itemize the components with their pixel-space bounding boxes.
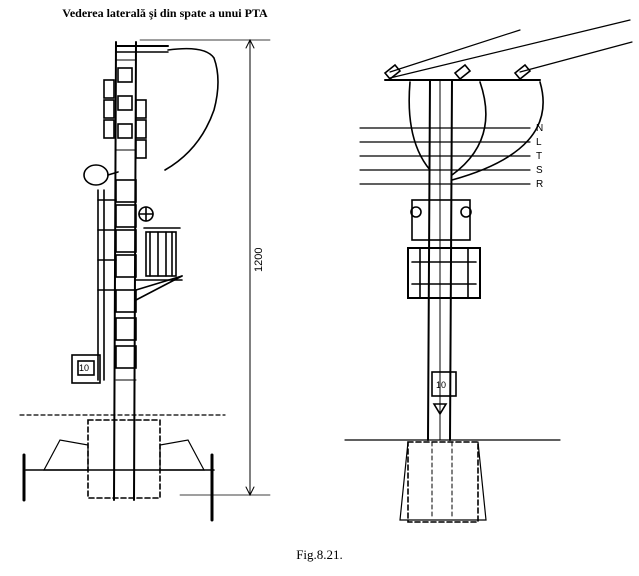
transformer-side <box>143 227 181 277</box>
figure-caption: Fig.8.21. <box>296 547 343 562</box>
foundation-rear <box>399 441 487 523</box>
figure-title: Vederea laterală şi din spate a unui PTA <box>62 6 268 20</box>
meter-box-side <box>71 354 101 384</box>
warning-triangle <box>432 403 448 416</box>
phase-wires <box>359 127 531 185</box>
side-view <box>19 38 271 522</box>
phase-label-r: R <box>536 179 543 190</box>
phase-label-s: S <box>536 165 543 176</box>
meter-label-rear: 10 <box>436 380 446 390</box>
meter-box-rear <box>431 371 457 397</box>
pole-insulators <box>103 67 147 159</box>
meter-label-side: 10 <box>79 363 89 373</box>
dimension-line <box>139 38 271 497</box>
foundation-side <box>22 419 215 522</box>
phase-label-l: L <box>536 137 542 148</box>
rear-view <box>344 19 633 523</box>
top-insulators <box>383 63 532 81</box>
transformer-rear <box>407 247 481 299</box>
dimension-label: 1200 <box>253 248 265 272</box>
cable-loop <box>83 164 109 186</box>
phase-label-n: N <box>536 123 543 134</box>
phase-label-t: T <box>536 151 542 162</box>
